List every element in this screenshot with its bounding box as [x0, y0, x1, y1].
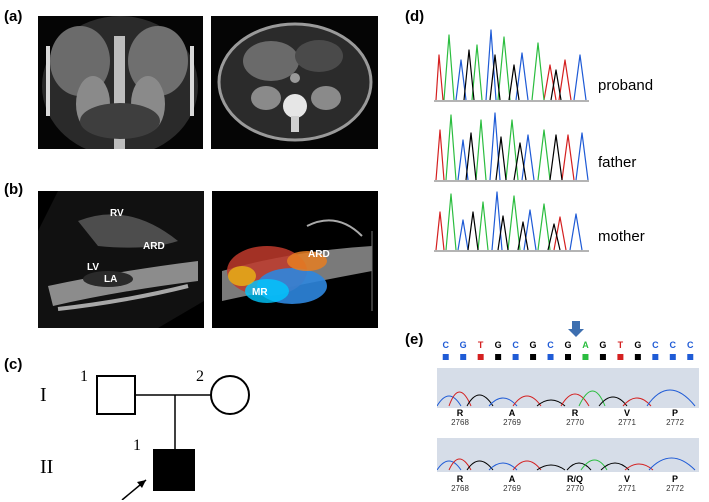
base-marker	[634, 354, 641, 360]
ct-axial-image	[211, 16, 378, 149]
base-marker	[547, 354, 554, 360]
base-letter: T	[617, 340, 624, 350]
aa-r2-2: R/Q	[566, 474, 583, 484]
aanum-r2-2: 2770	[566, 484, 584, 493]
chromatogram-proband	[434, 29, 589, 102]
base-marker	[565, 354, 571, 360]
base-marker	[495, 354, 502, 360]
generation-i-label: I	[40, 384, 47, 406]
trace-label-proband: proband	[598, 77, 654, 94]
label-ard-right: ARD	[308, 249, 330, 260]
base-marker	[669, 354, 676, 360]
base-letter: G	[529, 340, 537, 350]
aa-r1-0: R	[456, 408, 464, 418]
aa-r1-1: A	[508, 408, 516, 418]
ct-coronal-image	[38, 16, 203, 149]
label-la: LA	[104, 274, 118, 285]
chromatogram-mother	[434, 191, 589, 252]
base-letter: G	[564, 340, 572, 350]
base-letter: G	[494, 340, 502, 350]
base-letter: G	[459, 340, 467, 350]
individual-i1-number: 1	[80, 368, 88, 385]
panel-d-label: (d)	[405, 8, 425, 25]
father-square	[96, 375, 136, 415]
base-letter: C	[669, 340, 677, 350]
mother-circle	[210, 375, 250, 415]
base-letter: C	[442, 340, 449, 350]
aanum-r2-1: 2769	[503, 484, 521, 493]
aanum-r1-0: 2768	[451, 418, 469, 427]
mutation-arrow-top	[568, 321, 584, 337]
base-marker	[512, 354, 519, 360]
pedigree-chart	[96, 375, 250, 500]
label-rv: RV	[110, 208, 124, 219]
aa-r1-4: P	[671, 408, 678, 418]
echo-image-left: RV ARD LV LA	[38, 191, 204, 328]
base-marker	[582, 354, 589, 360]
base-letter: C	[512, 340, 519, 350]
individual-i2-number: 2	[196, 368, 204, 385]
aanum-r2-3: 2771	[618, 484, 636, 493]
base-marker	[442, 354, 449, 360]
panel-e-label: (e)	[405, 331, 424, 348]
base-letter: C	[687, 340, 694, 350]
aanum-r1-4: 2772	[666, 418, 684, 427]
trace-label-mother: mother	[598, 228, 645, 245]
label-mr: MR	[252, 287, 268, 298]
base-marker	[687, 354, 694, 360]
base-letter: G	[634, 340, 642, 350]
aanum-r1-3: 2771	[618, 418, 636, 427]
aanum-r1-2: 2770	[566, 418, 584, 427]
trace-row-1	[436, 368, 699, 408]
aa-r2-3: V	[623, 474, 630, 484]
base-markers	[442, 354, 694, 360]
aa-r2-4: P	[671, 474, 678, 484]
base-marker	[530, 354, 537, 360]
aa-row-2: R A R/Q V P 2768 2769 2770 2771 2772	[437, 474, 699, 498]
aanum-r1-1: 2769	[503, 418, 521, 427]
base-letter: T	[477, 340, 484, 350]
panel-a-label: (a)	[4, 8, 23, 25]
base-letter: C	[652, 340, 659, 350]
base-marker	[617, 354, 624, 360]
base-marker	[477, 354, 484, 360]
base-letter: G	[599, 340, 607, 350]
aanum-r2-4: 2772	[666, 484, 684, 493]
aa-r1-3: V	[623, 408, 630, 418]
base-letter: C	[547, 340, 554, 350]
trace-row-2	[436, 438, 699, 472]
aa-r1-2: R	[571, 408, 579, 418]
generation-ii-label: II	[40, 456, 54, 478]
base-marker	[599, 354, 606, 360]
aa-row-1: R A R V P 2768 2769 2770 2771 2772	[437, 408, 699, 430]
base-marker	[460, 354, 467, 360]
proband-square	[153, 449, 195, 491]
aa-r2-0: R	[456, 474, 464, 484]
trace-label-father: father	[598, 154, 637, 171]
chromatogram-father	[434, 112, 589, 182]
label-lv: LV	[87, 262, 100, 273]
aanum-r2-0: 2768	[451, 484, 469, 493]
label-ard-left: ARD	[143, 241, 165, 252]
base-marker	[652, 354, 659, 360]
panel-c-label: (c)	[4, 356, 23, 373]
individual-ii1-number: 1	[133, 437, 141, 454]
panel-b-label: (b)	[4, 181, 24, 198]
aa-r2-1: A	[508, 474, 516, 484]
echo-doppler-image: ARD MR	[212, 191, 378, 328]
base-letter: A	[582, 340, 589, 350]
